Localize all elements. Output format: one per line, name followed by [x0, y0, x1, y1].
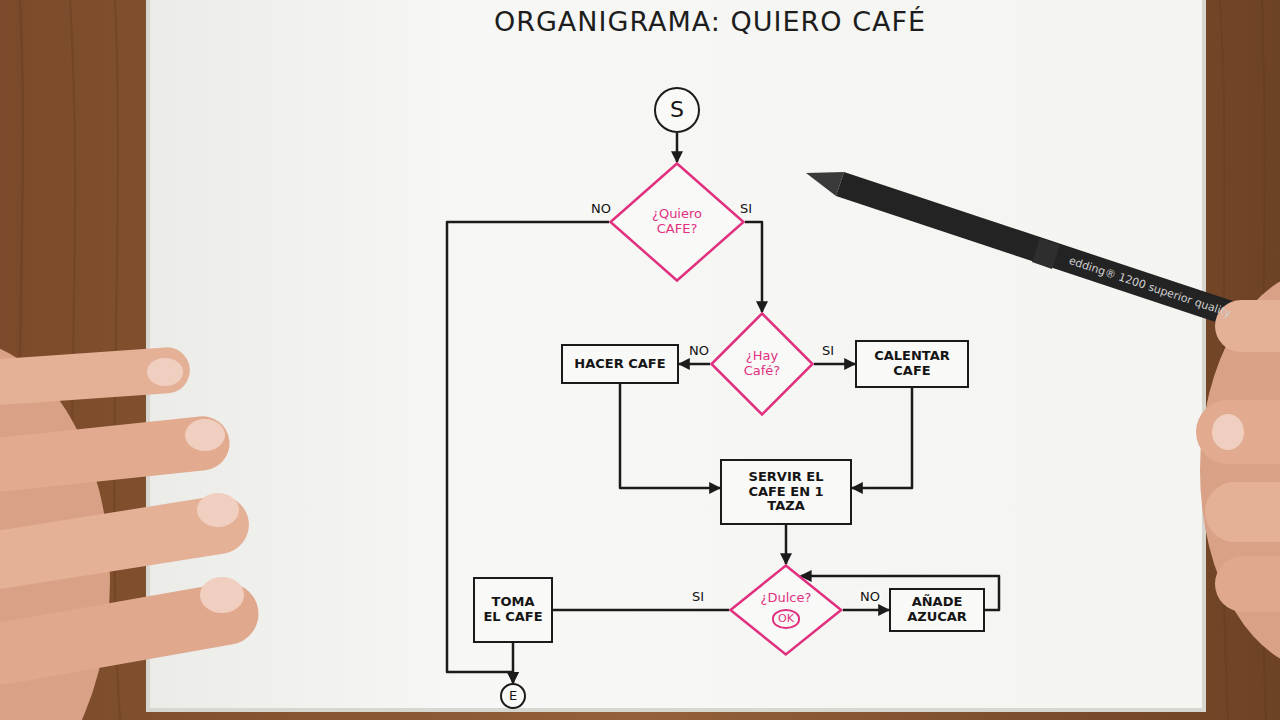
flow-connector [745, 222, 762, 312]
decision-text: ¿Hay Café? [739, 349, 785, 379]
edge-label: SI [820, 343, 836, 358]
edge-label: SI [738, 201, 754, 216]
diamond-shape [731, 566, 842, 655]
finger [1215, 556, 1280, 612]
finger [0, 346, 191, 407]
process-text: CALENTAR CAFE [864, 349, 960, 379]
process-box: SERVIR EL CAFE EN 1 TAZA [720, 459, 852, 525]
flow-connector [512, 643, 515, 683]
nail [185, 419, 225, 451]
paper-sheet [150, 0, 1202, 708]
finger [0, 492, 253, 593]
nail [197, 493, 239, 527]
process-box: TOMA EL CAFE [473, 577, 553, 643]
pen-body [836, 172, 1280, 342]
diagram-title: ORGANIGRAMA: QUIERO CAFÉ [390, 6, 1030, 37]
finger [1205, 482, 1280, 542]
edge-label: NO [687, 343, 711, 358]
flow-connector [676, 133, 679, 162]
decision-text: ¿Quiero CAFE? [646, 207, 708, 237]
flow-connector [852, 388, 912, 488]
left-hand [0, 340, 263, 720]
process-box: HACER CAFE [561, 344, 679, 384]
flow-connector [553, 609, 729, 612]
end-circle: E [500, 683, 526, 709]
terminal-text: S [670, 98, 684, 122]
process-text: SERVIR EL CAFE EN 1 TAZA [729, 470, 843, 515]
decision-text: ¿Dulce? [761, 591, 812, 606]
nail [1212, 414, 1244, 450]
process-text: HACER CAFE [574, 357, 665, 372]
flow-connector [843, 609, 889, 612]
nail [200, 577, 244, 613]
finger [0, 578, 263, 689]
flow-connector [785, 525, 788, 564]
terminal-text: E [509, 689, 517, 703]
right-hand [1196, 270, 1280, 670]
decision-diamond: ¿Quiero CAFE? [609, 162, 745, 282]
decision-diamond: ¿Hay Café? [710, 312, 814, 416]
decision-diamond: ¿Dulce? OK [729, 564, 843, 656]
palm [1200, 270, 1280, 670]
process-text: AÑADE AZUCAR [898, 595, 976, 625]
process-box: CALENTAR CAFE [855, 340, 969, 388]
finger [1196, 400, 1280, 464]
pen-band [1032, 238, 1060, 269]
edge-label: NO [858, 589, 882, 604]
edge-label: NO [589, 201, 613, 216]
process-text: TOMA EL CAFE [482, 595, 544, 625]
process-box: AÑADE AZUCAR [889, 588, 985, 632]
start-circle: S [654, 87, 700, 133]
paper-shadow [146, 0, 1206, 712]
diamond-shape [611, 164, 744, 281]
edge-label: SI [690, 589, 706, 604]
flow-connector [620, 384, 720, 488]
nail [147, 358, 183, 386]
pen [806, 172, 1280, 342]
decision-text: OK [772, 609, 800, 628]
flow-connector [814, 363, 855, 366]
flow-connector [447, 222, 609, 683]
finger [0, 414, 232, 495]
diamond-shape [712, 314, 813, 415]
flow-connector [679, 363, 710, 366]
